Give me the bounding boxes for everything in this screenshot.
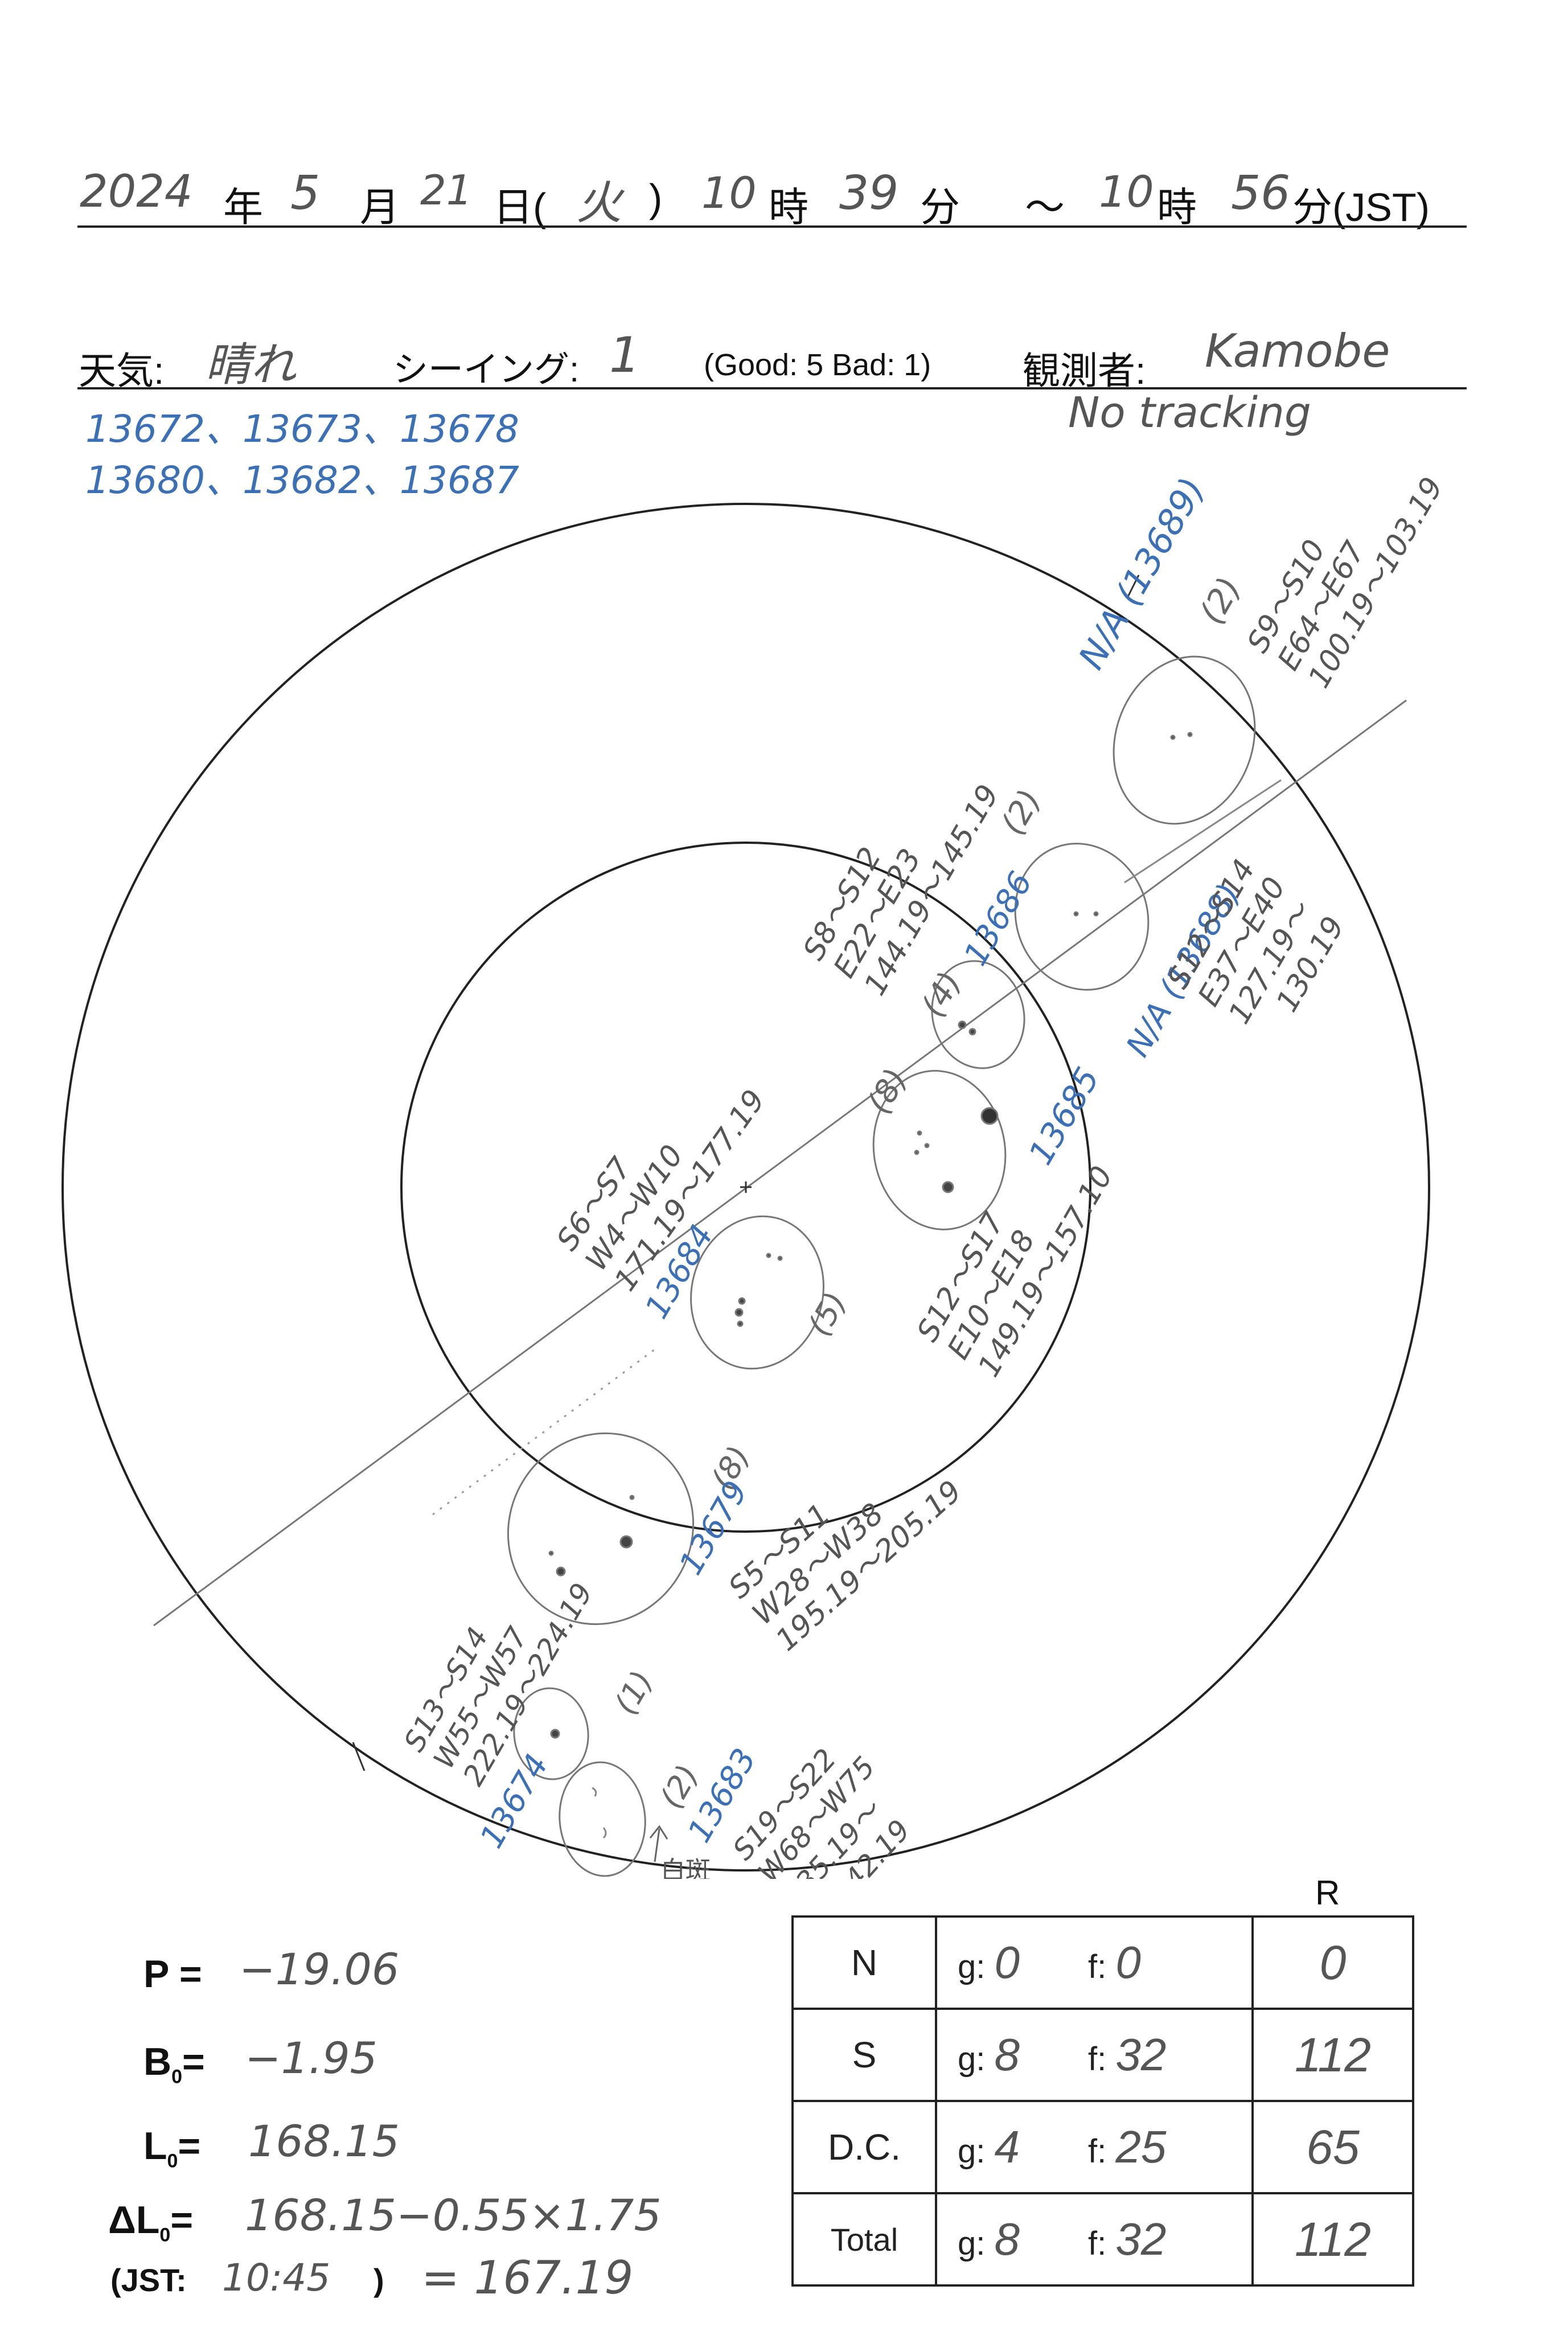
row-key: D.C. — [791, 2100, 937, 2194]
hour-unit-2: 時 — [1157, 185, 1197, 229]
group-count-label: (2) — [994, 783, 1049, 841]
position-label-center: S6～S7 W4～W10 171.19～177.19 — [550, 1084, 771, 1297]
outer-disk-circle — [61, 503, 1430, 1872]
jst-close: ) — [373, 2262, 384, 2298]
p-angle-value: −19.06 — [239, 1944, 400, 1995]
leader-line — [1124, 779, 1282, 884]
end-minute-value: 56 — [1231, 166, 1291, 220]
year-unit: 年 — [223, 185, 263, 229]
observer-value: Kamobe — [1205, 325, 1390, 377]
group-count-label: (1) — [608, 1665, 660, 1721]
r-value: 112 — [1251, 2192, 1414, 2287]
delta-l0-formula: 168.15−0.55×1.75 — [245, 2190, 662, 2240]
solar-disk-sketch: N/A (13689) (2) S9～S10 E64～E67 100.19～10… — [61, 470, 1450, 1879]
jst-label: (JST: — [110, 2262, 187, 2298]
r-value: 0 — [1251, 1915, 1414, 2010]
faculae-label: 白斑 — [660, 1856, 711, 1879]
minute-unit: 分 — [920, 185, 960, 229]
seeing-scale: (Good: 5 Bad: 1) — [704, 348, 931, 382]
l0-value: 168.15 — [248, 2116, 400, 2166]
group-count-label: (2) — [1192, 571, 1249, 630]
equator-line — [153, 699, 1407, 1627]
position-label-13674: S13～S14 W55～W57 222.19～224.19 — [397, 1578, 599, 1791]
month-unit: 月 — [360, 185, 400, 229]
b0-label: B0= — [143, 2040, 205, 2088]
end-hour-value: 10 — [1099, 166, 1154, 217]
position-label-13679: S5～S11 W28～W38 195.19～205.19 — [723, 1474, 968, 1658]
sunspot-group-unnumbered — [1014, 843, 1150, 991]
observer-label: 観測者: — [1023, 350, 1146, 392]
sunspot-group-13683 — [559, 1761, 646, 1877]
month-value: 5 — [290, 166, 321, 220]
weather-label: 天気: — [79, 350, 165, 392]
faculae-arrow-head — [649, 1825, 668, 1840]
position-label-13685: S12～S17 E10～E18 149.19～157.10 — [910, 1160, 1119, 1382]
region-label-13686: 13686 — [957, 865, 1040, 972]
axis-tick-mark — [1126, 574, 1140, 598]
sunspot-group-13685 — [872, 1070, 1007, 1230]
b0-value: −1.95 — [245, 2033, 377, 2083]
axis-tick-mark — [352, 1742, 366, 1771]
row-key: Total — [791, 2192, 937, 2287]
start-minute-value: 39 — [839, 166, 899, 220]
weekday-value: 火 — [576, 177, 622, 229]
sunspot-group-13679 — [507, 1432, 695, 1626]
p-angle-label: P = — [143, 1952, 202, 1996]
position-label-13688: S12～S14 E37～E40 127.19～ 130.19 — [1161, 854, 1351, 1030]
l0-label: L0= — [143, 2124, 201, 2172]
sunspot-group-13674 — [513, 1687, 589, 1780]
year-value: 2024 — [80, 166, 193, 217]
position-label-13683: S19～S22 W68～W75 235.19～ 242.19 — [726, 1742, 917, 1879]
row-key: S — [791, 2008, 937, 2102]
sunspot-group-13684 — [690, 1215, 824, 1370]
region-list-line: 13680、13682、13687 — [85, 458, 519, 502]
delta-l0-label: ΔL0= — [108, 2198, 194, 2246]
hour-unit: 時 — [769, 185, 808, 229]
faculae-arrow — [654, 1828, 660, 1862]
conditions-underline — [77, 387, 1467, 389]
region-list-line: 13672、13673、13678 — [85, 407, 519, 451]
weather-value: 晴れ — [205, 338, 296, 391]
day-value: 21 — [420, 166, 473, 214]
r-value: 65 — [1251, 2100, 1414, 2194]
weekday-paren-close: ) — [649, 176, 663, 220]
sunspot-group-13686 — [931, 960, 1025, 1069]
dotted-guide-line — [432, 1348, 655, 1516]
day-unit: 日( — [493, 185, 547, 229]
row-key: N — [791, 1915, 937, 2010]
start-hour-value: 10 — [701, 167, 757, 218]
position-label-13689: S9～S10 E64～E67 100.19～103.19 — [1241, 471, 1450, 693]
header-underline — [77, 225, 1467, 228]
no-tracking-note: No tracking — [1068, 388, 1311, 437]
group-count-label: (5) — [801, 1286, 854, 1342]
group-count-label: (4) — [914, 966, 969, 1023]
delta-l0-result: = 167.19 — [421, 2251, 634, 2304]
r-column-header: R — [1315, 1874, 1340, 1912]
sunspot-group-13689 — [1113, 655, 1256, 825]
time-range-tilde: ～ — [1025, 185, 1065, 229]
region-label-13685: 13685 — [1021, 1061, 1107, 1171]
jst-value: 10:45 — [222, 2256, 331, 2300]
r-value: 112 — [1251, 2008, 1414, 2102]
inner-reference-circle — [400, 842, 1091, 1533]
region-label-13689: N/A (13689) — [1070, 470, 1213, 676]
seeing-value: 1 — [609, 327, 641, 384]
timezone-label: 分(JST) — [1292, 185, 1430, 229]
seeing-label: シーイング: — [393, 350, 580, 389]
group-count-label: (8) — [860, 1062, 915, 1120]
